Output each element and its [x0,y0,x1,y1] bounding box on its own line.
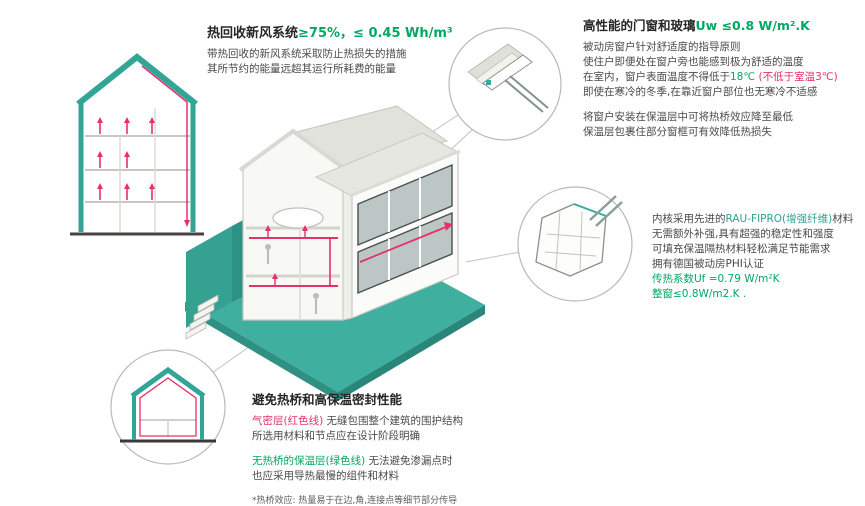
window-body-line: 使住户即便处在窗户旁也能感到极为舒适的温度 [583,56,804,68]
window-performance-title: 高性能的门窗和玻璃Uw ≤0.8 W/m².K [583,15,861,34]
heat-recovery-title-black: 热回收新风系统 [207,26,299,41]
section-detail-circle [110,349,226,465]
duct-lines [249,222,453,287]
window-detail-circle [448,27,562,141]
frame-material-annotation: 内核采用先进的RAU-FIPRO(增强纤维)材料 无需额外补强,具有超强的稳定性… [652,212,862,302]
window-title-black: 高性能的门窗和玻璃 [583,18,696,33]
frame-line1-pre: 内核采用先进的 [652,213,726,225]
gasket-line [573,203,607,217]
frame-material-line: 可填充保温隔热材料轻松满足节能需求 [652,243,831,255]
thermal-bridge-footnote: *热桥效应: 热量易于在边,角,连接点等细节部分传导 [252,496,458,506]
thermal-body-line: 无热桥的保温层(绿色线) 无法避免渗漏点时 [252,454,592,469]
main-house-illustration [185,105,485,401]
window-line3-note: (不低于室温3℃) [755,71,838,83]
window-body-line: 保温层包裹住部分窗框可有效降低热损失 [583,126,772,138]
thermal-line1-rest: 无缝包围整个建筑的围护结构 [323,415,464,427]
frame-material-line: 拥有德国被动房PHI认证 [652,258,764,270]
insulation-layer-label: 无热桥的保温层(绿色线) [252,455,366,467]
heat-recovery-body-line: 其所节约的能量远超其运行所耗费的能量 [207,63,396,75]
heat-recovery-title-green: ≥75%，≤ 0.45 Wh/m³ [298,26,453,41]
thermal-body-line: 也应采用导热最慢的组件和材料 [252,470,399,482]
thermal-bridge-annotation: 避免热桥和高保温密封性能 气密层(红色线) 无缝包围整个建筑的围护结构 所选用材… [252,389,592,506]
insulation-envelope [76,53,198,232]
stairs [185,294,219,340]
frame-material-line: 内核采用先进的RAU-FIPRO(增强纤维)材料 [652,212,862,227]
window-performance-annotation: 高性能的门窗和玻璃Uw ≤0.8 W/m².K 被动房窗户针对舒适度的指导原则 … [583,15,861,140]
thermal-body-line: 气密层(红色线) 无缝包围整个建筑的围护结构 [252,414,592,429]
frame-line1-post: 材料 [832,213,854,225]
airtight-line-red [139,377,197,437]
window-title-green: Uw ≤0.8 W/m².K [695,18,810,33]
window-bands [357,163,453,295]
frame-line1-material: RAU-FIPRO(增强纤维) [725,213,833,225]
insulation-line-green [130,366,206,399]
profile-detail-circle [517,186,633,302]
heat-recovery-body-line: 带热回收的新风系统采取防止热损失的措施 [207,48,407,60]
diagram-canvas [70,27,633,465]
bathtub [272,207,324,229]
heat-recovery-title: 热回收新风系统≥75%，≤ 0.45 Wh/m³ [207,22,552,41]
passive-house-diagram-page: { "colors": { "teal": "#33a596", "red": … [70,15,862,506]
thermal-line3-rest: 无法避免渗漏点时 [365,455,453,467]
frame-material-line: 无需额外补强,具有超强的稳定性和强度 [652,228,834,240]
window-body-line: 即使在寒冷的冬季,在靠近窗户部位也无寒冷不适感 [583,86,818,98]
thermal-body-line: 所选用材料和节点应在设计阶段明确 [252,430,420,442]
insulation-marker [486,80,491,85]
cross-section-illustration [70,53,204,236]
occupant-figures [265,244,319,314]
window-body-line: 在室内，窗户表面温度不得低于18℃ (不低于室温3℃) [583,70,861,85]
thermal-bridge-title: 避免热桥和高保温密封性能 [252,392,403,407]
window-body-line: 被动房窗户针对舒适度的指导原则 [583,41,741,53]
airtight-layer-label: 气密层(红色线) [252,415,324,427]
frame-uvalue-line: 传热系数Uf =0.79 W/m²K [652,273,780,285]
ventilation-arrows [97,65,190,227]
heat-recovery-annotation: 热回收新风系统≥75%，≤ 0.45 Wh/m³ 带热回收的新风系统采取防止热损… [207,22,552,77]
frame-uvalue-line: 整窗≤0.8W/m2.K . [652,288,747,300]
window-body-line: 将窗户安装在保温层中可将热桥效应降至最低 [583,111,793,123]
window-line3-pre: 在室内，窗户表面温度不得低于 [583,71,730,83]
window-line3-temp: 18℃ [730,71,756,83]
